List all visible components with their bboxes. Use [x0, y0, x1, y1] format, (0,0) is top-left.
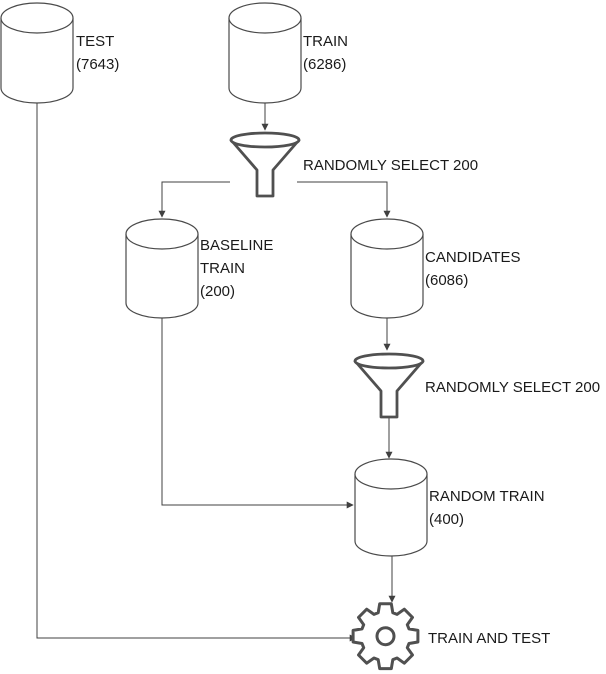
database-cylinder-icon: [125, 218, 199, 319]
node-test-count: (7643): [76, 56, 119, 73]
node-baseline-train-line2: TRAIN: [200, 260, 245, 277]
edge-test-to-train-and-test: [36, 103, 357, 642]
database-cylinder-icon: [350, 218, 424, 319]
node-baseline-train-count: (200): [200, 283, 235, 300]
node-train: TRAIN (6286): [228, 2, 348, 104]
node-filter-1-label: RANDOMLY SELECT 200: [303, 157, 478, 174]
node-filter-1: RANDOMLY SELECT 200: [229, 131, 478, 198]
node-filter-2: RANDOMLY SELECT 200: [353, 352, 600, 419]
edge-filter-1-to-candidates: [297, 181, 391, 218]
node-filter-2-label: RANDOMLY SELECT 200: [425, 379, 600, 396]
funnel-icon: [353, 352, 425, 419]
node-baseline-train: BASELINE TRAIN (200): [125, 218, 273, 319]
connectors: [36, 103, 396, 642]
node-candidates-name: CANDIDATES: [425, 249, 521, 266]
funnel-icon: [229, 131, 301, 198]
node-test: TEST (7643): [0, 2, 119, 104]
node-candidates-count: (6086): [425, 272, 468, 289]
node-train-count: (6286): [303, 56, 346, 73]
node-baseline-train-line1: BASELINE: [200, 237, 273, 254]
edge-baseline-train-to-random-train: [161, 318, 354, 509]
funnel-rim: [353, 360, 425, 370]
node-random-train-count: (400): [429, 511, 464, 528]
node-candidates: CANDIDATES (6086): [350, 218, 521, 319]
node-random-train: RANDOM TRAIN (400): [354, 458, 545, 557]
node-train-name: TRAIN: [303, 33, 348, 50]
database-cylinder-icon: [228, 2, 302, 104]
node-train-and-test-label: TRAIN AND TEST: [428, 630, 550, 647]
gear-hub: [375, 626, 396, 647]
node-random-train-name: RANDOM TRAIN: [429, 488, 545, 505]
edge-filter-1-to-baseline-train: [158, 181, 230, 218]
database-cylinder-icon: [0, 2, 74, 104]
node-test-name: TEST: [76, 33, 114, 50]
node-train-and-test: TRAIN AND TEST: [351, 602, 550, 671]
funnel-rim: [229, 139, 301, 149]
database-cylinder-icon: [354, 458, 428, 557]
